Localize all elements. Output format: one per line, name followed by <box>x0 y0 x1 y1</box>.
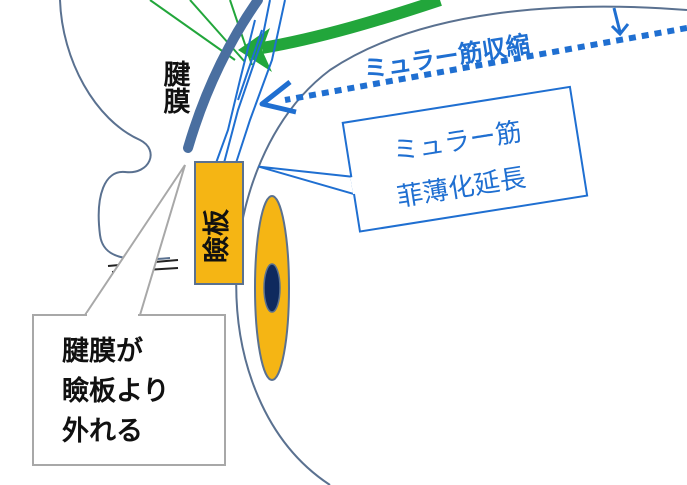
muller-callout-box <box>341 85 589 233</box>
aponeurosis-callout-box <box>32 314 226 466</box>
pupil <box>263 263 281 313</box>
muller-muscle-line <box>223 0 271 164</box>
eyelid-skin-outline <box>59 0 171 261</box>
muller-muscle-line <box>235 0 286 164</box>
aponeurosis-callout-line3: 外れる <box>62 416 143 447</box>
muller-callout: ミュラー筋 菲薄化延長 <box>258 85 589 233</box>
levator-fiber <box>189 0 246 63</box>
aponeurosis-callout-pointer <box>84 164 186 316</box>
tarsus-label: 瞼板 <box>201 209 233 263</box>
aponeurosis-callout-line2: 瞼板より <box>62 375 169 407</box>
aponeurosis-callout-line1: 腱膜が <box>62 335 143 367</box>
contraction-arrow-line <box>284 25 687 103</box>
levator-muscle <box>260 0 442 54</box>
eyeball-outline <box>235 5 687 485</box>
contraction-arrowhead <box>259 80 297 115</box>
tarsus-plate <box>194 161 244 285</box>
aponeurosis-band <box>183 0 263 153</box>
aponeurosis-label: 腱膜 <box>159 60 191 115</box>
muller-callout-pointer <box>258 165 357 196</box>
muller-muscle-line <box>215 19 256 164</box>
muller-contraction-label: ミュラー筋収縮 <box>362 30 532 84</box>
muller-muscle-line <box>237 29 263 101</box>
levator-fiber <box>149 0 236 61</box>
down-arrow-icon <box>610 7 630 37</box>
